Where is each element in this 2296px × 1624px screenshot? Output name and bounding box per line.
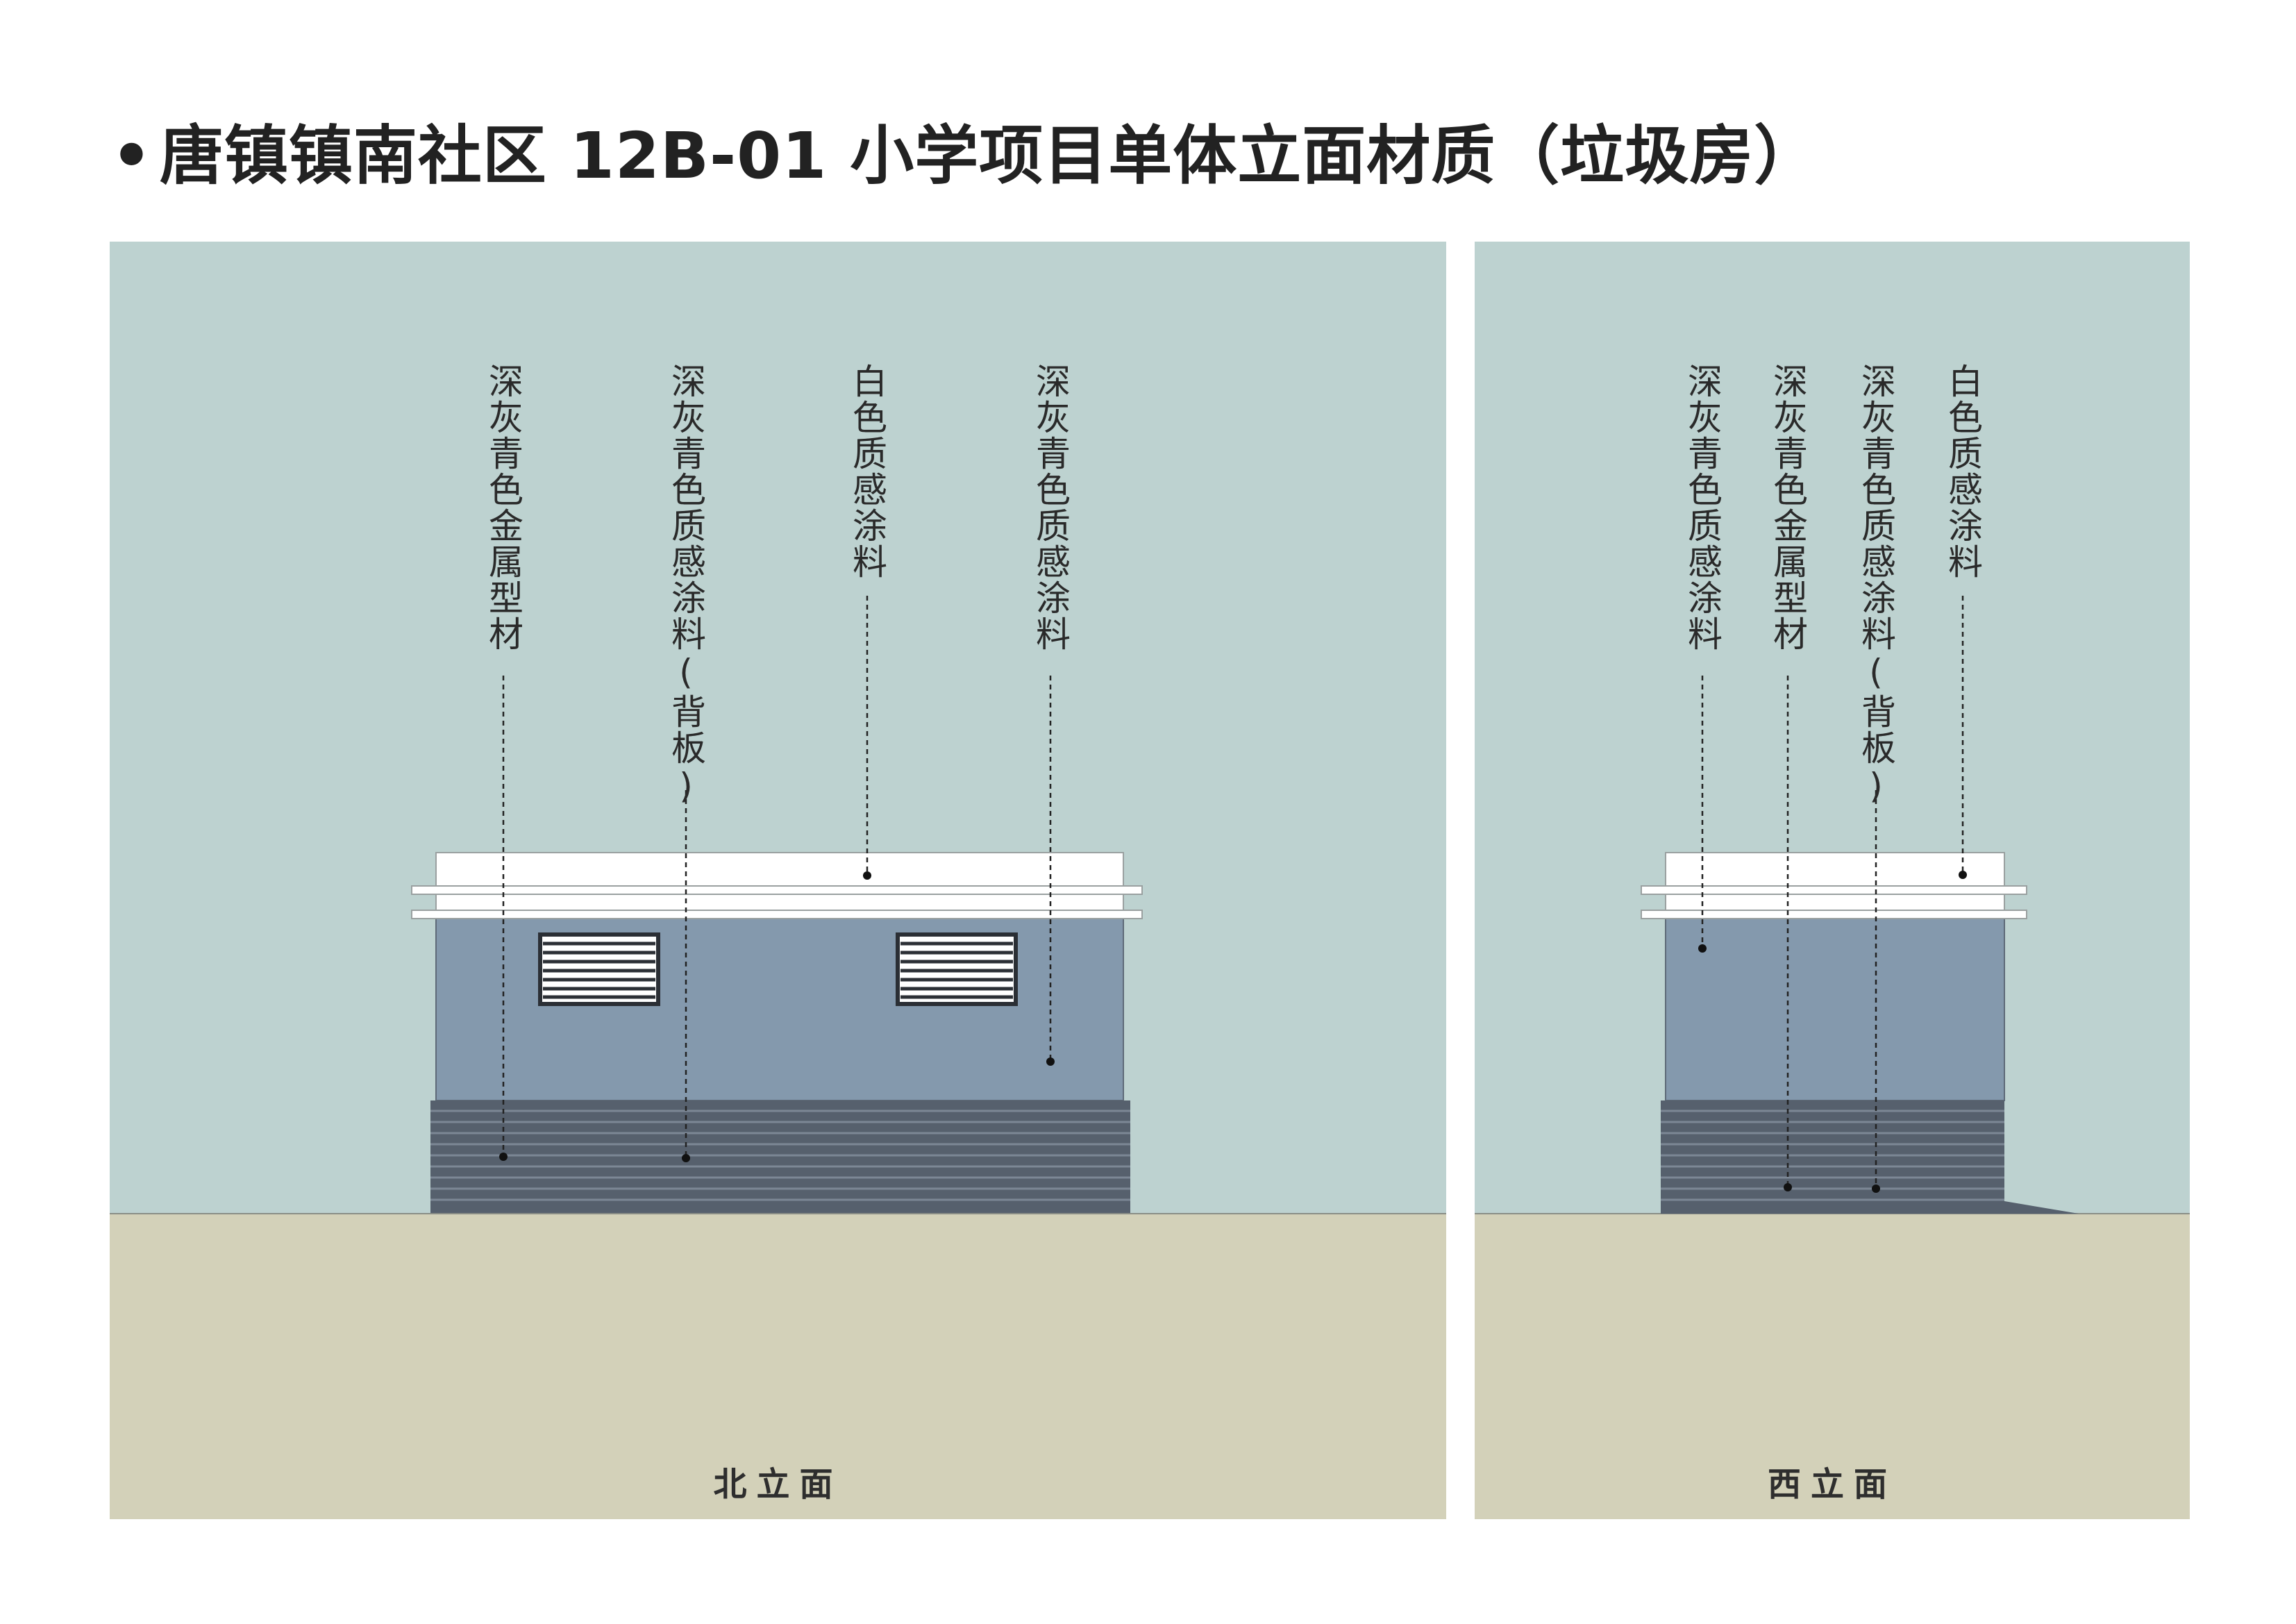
west-ramp (2004, 1201, 2079, 1214)
north-louver-right (896, 932, 1018, 1006)
north-base-metal-cladding (430, 1100, 1130, 1213)
west-elevation-label: 西立面 (1767, 1465, 1897, 1504)
north-louver-left (538, 932, 660, 1006)
bullet-icon: • (111, 119, 153, 193)
west-base-metal-cladding (1661, 1100, 2004, 1214)
north-callout-3: 白色质感涂料 (847, 363, 887, 580)
west-building (1641, 852, 2079, 1214)
west-callout-2: 深灰青色金属型材 (1768, 363, 1808, 652)
north-callout-2: 深灰青色质感涂料(背板) (666, 363, 706, 807)
north-leader-lines (502, 596, 1052, 1157)
west-roof-parapet (1641, 852, 2027, 919)
ground (110, 1214, 1446, 1519)
west-callout-1: 深灰青色质感涂料 (1682, 363, 1723, 652)
ground (1475, 1214, 2190, 1519)
north-roof-parapet (411, 852, 1143, 919)
west-callout-3: 深灰青色质感涂料(背板) (1856, 363, 1896, 807)
west-wall (1665, 918, 2005, 1101)
page-title: •唐镇镇南社区 12B-01 小学项目单体立面材质（垃圾房） (111, 104, 1818, 196)
north-elevation-label: 北立面 (713, 1465, 843, 1504)
west-elevation-panel: 深灰青色质感涂料 深灰青色金属型材 深灰青色质感涂料(背板) 白色质感涂料 西立… (1475, 242, 2190, 1519)
north-elevation-panel: 深灰青色金属型材 深灰青色质感涂料(背板) 白色质感涂料 深灰青色质感涂料 北立… (110, 242, 1446, 1519)
north-callout-1: 深灰青色金属型材 (483, 363, 523, 652)
west-leader-lines (1701, 596, 1964, 1187)
north-building-drawing (411, 596, 1143, 1213)
north-leader-dots (499, 871, 1055, 1162)
west-building-drawing (1641, 596, 2079, 1214)
ground-line (110, 1213, 1446, 1214)
north-callout-4: 深灰青色质感涂料 (1030, 363, 1071, 652)
north-building (411, 852, 1143, 1213)
page-title-text: 唐镇镇南社区 12B-01 小学项目单体立面材质（垃圾房） (159, 119, 1819, 193)
west-callout-4: 白色质感涂料 (1943, 363, 1983, 580)
west-leader-dots (1698, 871, 1967, 1193)
